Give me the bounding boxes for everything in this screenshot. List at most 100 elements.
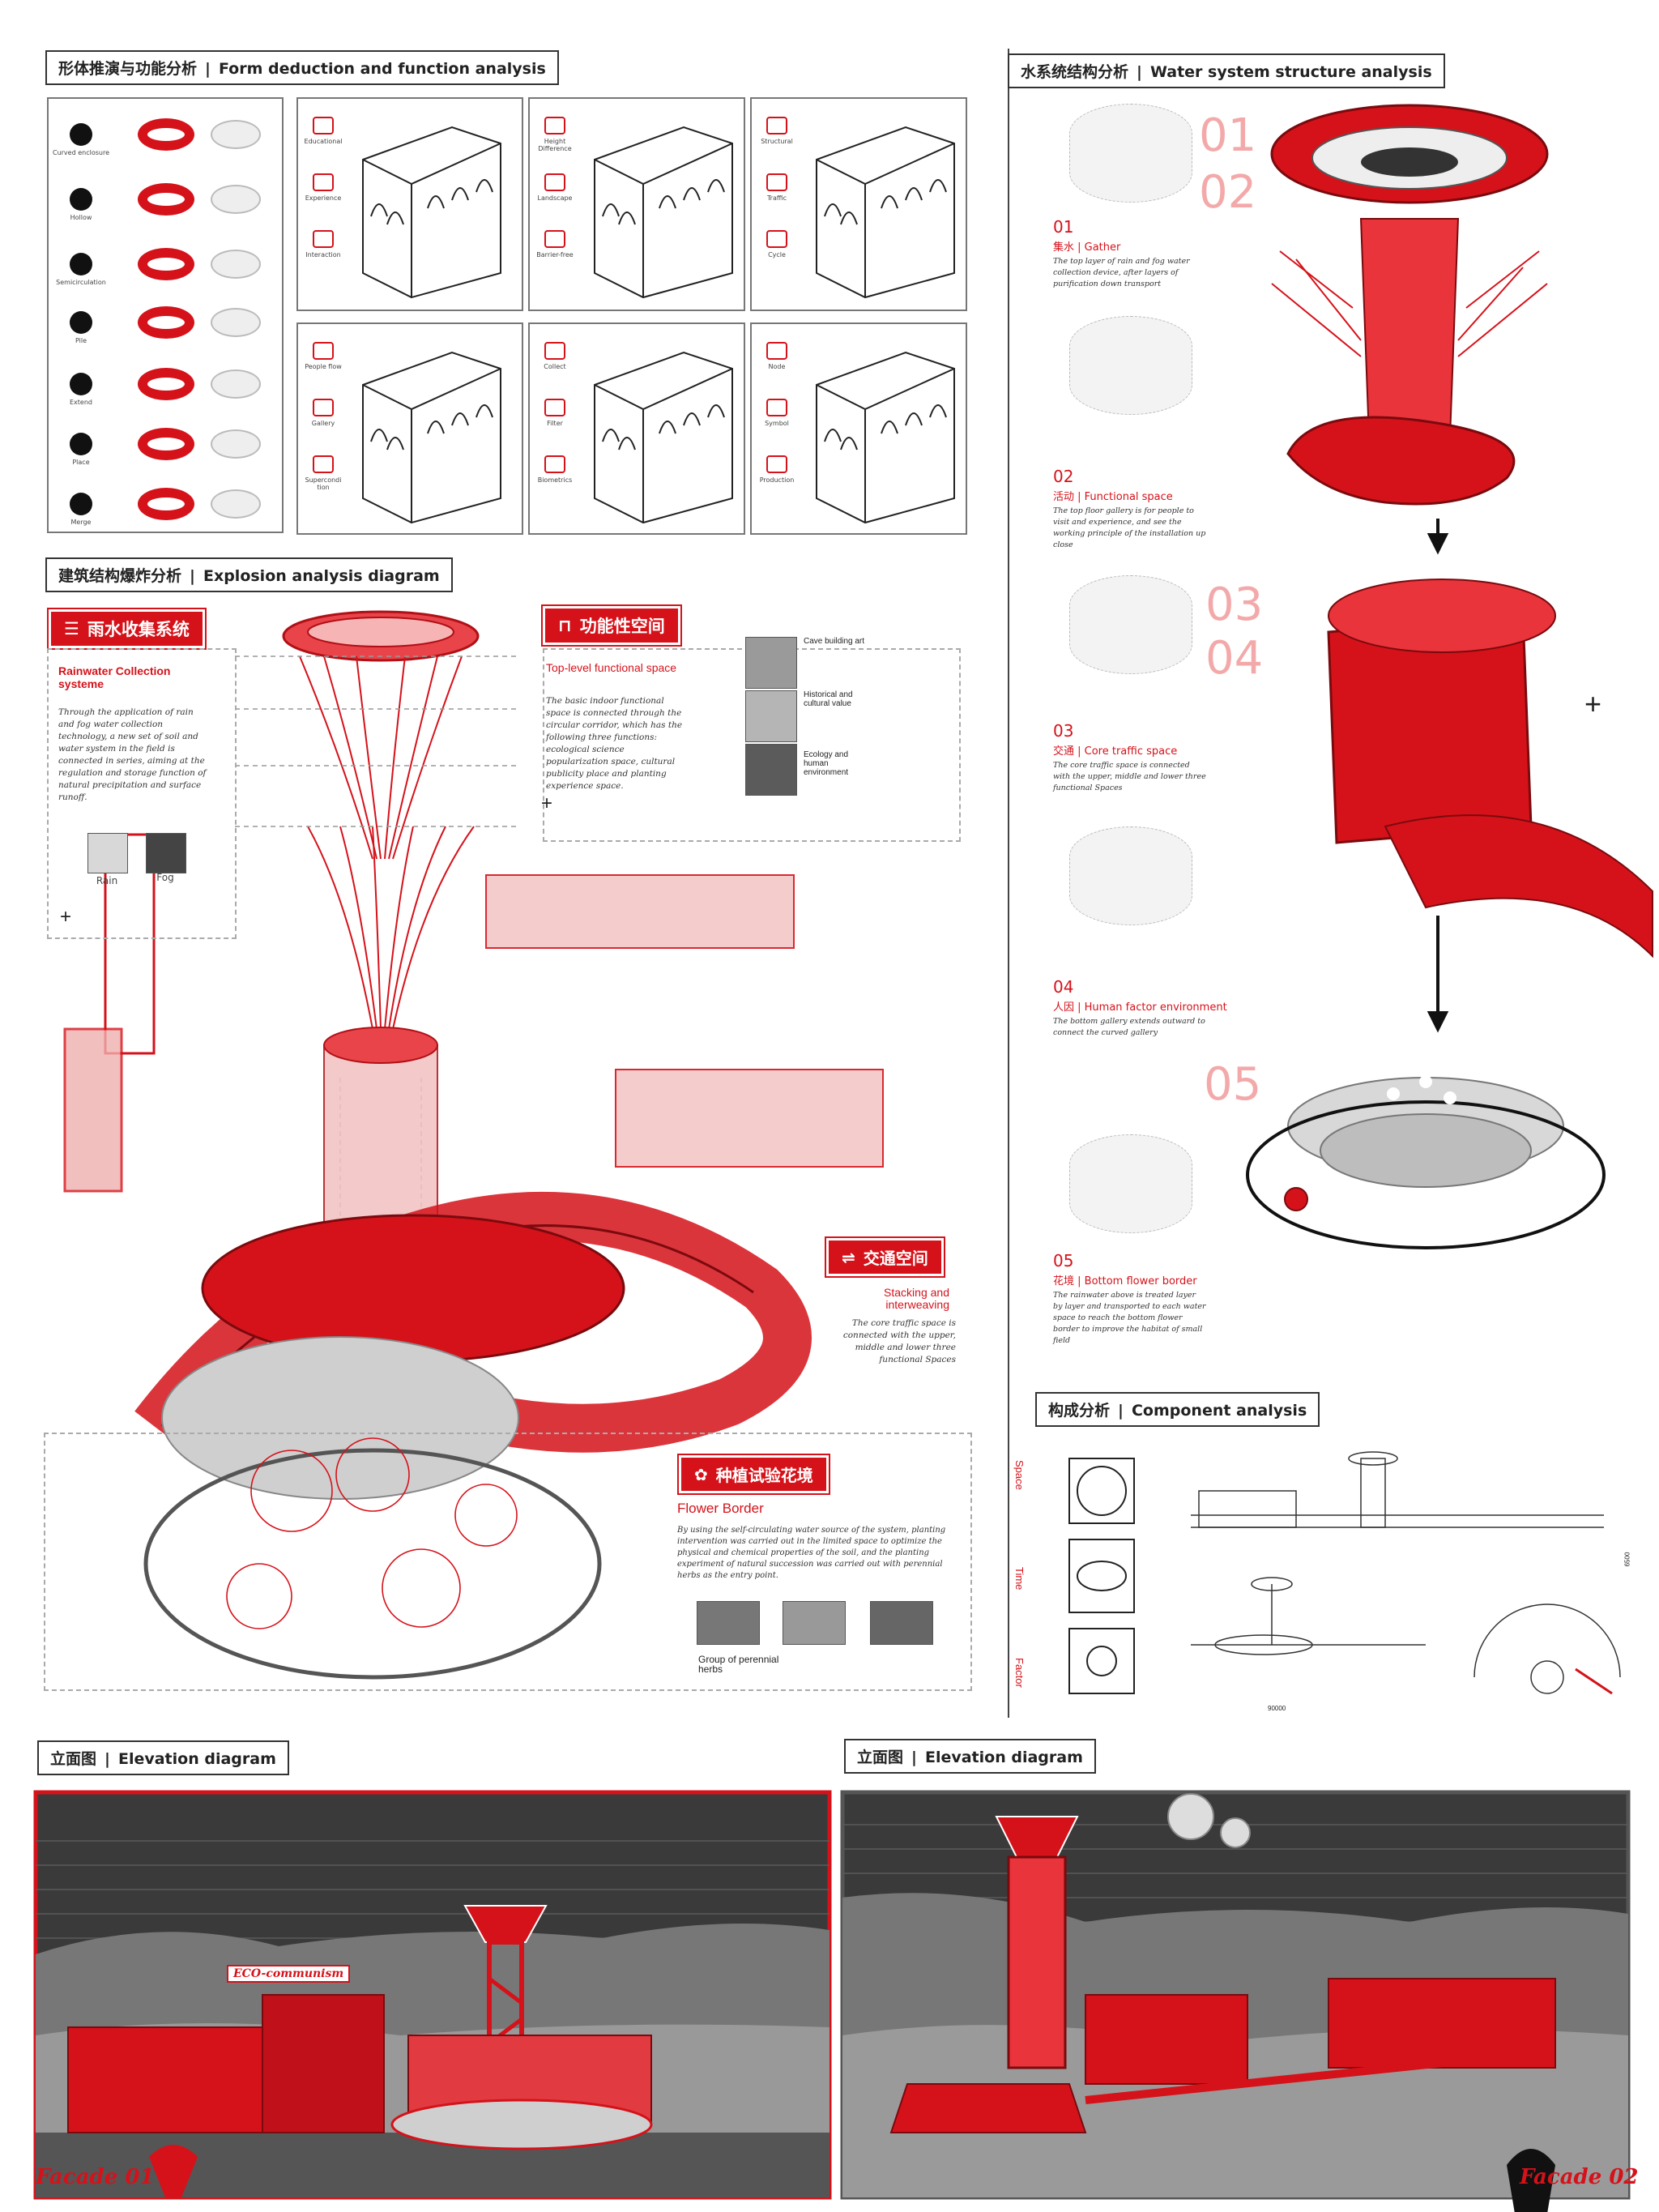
function-icon — [313, 230, 334, 248]
width-dimension: 90000 — [1268, 1705, 1286, 1712]
function-label: Symbol — [765, 420, 789, 427]
phase-diagram — [1069, 575, 1192, 674]
section-title-explosion: 建筑结构爆炸分析|Explosion analysis diagram — [45, 557, 453, 592]
phase-diagram — [1069, 826, 1192, 925]
facade-02-title: Facade 02 — [1520, 2165, 1639, 2189]
section-title-cn: 立面图 — [857, 1749, 904, 1766]
rain-system-icon: ☰ — [64, 619, 79, 638]
section-title-en: Elevation diagram — [117, 1750, 276, 1768]
section-title-en: Water system structure analysis — [1149, 63, 1432, 81]
function-icon — [313, 342, 334, 360]
separator: | — [911, 1749, 917, 1766]
form-step-label: Merge — [70, 519, 92, 526]
form-step-label: Pile — [75, 337, 87, 344]
function-icon — [766, 342, 787, 360]
component-label-factor: Factor — [1013, 1658, 1026, 1688]
function-icon — [766, 455, 787, 473]
section-title-en: Elevation diagram — [924, 1749, 1083, 1766]
plus-icon: + — [1584, 687, 1602, 720]
function-label: Collect — [544, 363, 566, 370]
form-step-model — [138, 428, 194, 460]
facade-01-title: Facade 01 — [36, 2165, 155, 2189]
plus-icon: + — [60, 906, 72, 928]
function-label: Gallery — [311, 420, 335, 427]
form-step-label: Hollow — [70, 214, 92, 221]
phase-number: 04 — [1053, 977, 1074, 997]
section-title-elevation-1: 立面图 | Elevation diagram — [37, 1740, 289, 1775]
phase-body: The rainwater above is treated layer by … — [1053, 1291, 1206, 1345]
form-step-model — [138, 248, 194, 280]
form-step-icon — [70, 123, 92, 146]
section-title-form: 形体推演与功能分析|Form deduction and function an… — [45, 50, 559, 85]
function-icon — [313, 117, 334, 135]
section-title-en: Component analysis — [1131, 1402, 1307, 1420]
component-label-time: Time — [1013, 1567, 1026, 1591]
historical-photo — [745, 690, 797, 742]
rain-label: Rain — [96, 875, 118, 886]
form-step-ghost-model — [211, 120, 261, 149]
phase-body: The top layer of rain and fog water coll… — [1053, 257, 1190, 288]
function-icon — [544, 342, 565, 360]
sketch-drawing — [362, 351, 501, 524]
section-title-cn: 水系统结构分析 — [1021, 63, 1129, 81]
function-label: Cycle — [768, 251, 786, 258]
phase-title: 活动 | Functional space — [1053, 491, 1173, 503]
section-title-water: 水系统结构分析 | Water system structure analysis — [1008, 53, 1445, 88]
function-label: Experience — [305, 194, 342, 202]
rainwater-box — [47, 648, 237, 939]
function-icon — [766, 230, 787, 248]
separator: | — [1137, 63, 1142, 81]
phase-diagram — [1069, 316, 1192, 415]
phase-body: The bottom gallery extends outward to co… — [1053, 1017, 1205, 1037]
sketch-drawing — [594, 126, 733, 299]
facade-02-elevation — [840, 1790, 1631, 2212]
function-icon — [544, 399, 565, 416]
explosion-illustration — [63, 610, 884, 1680]
phase-number: 05 — [1053, 1251, 1074, 1270]
form-step-icon — [70, 311, 92, 334]
fog-label: Fog — [156, 872, 174, 883]
form-step-ghost-model — [211, 308, 261, 337]
form-step-model — [138, 488, 194, 520]
herb-photo-2 — [783, 1601, 846, 1645]
sketch-drawing — [816, 126, 955, 299]
height-dimension: 6500 — [1623, 1552, 1631, 1567]
form-step-model — [138, 368, 194, 400]
form-step-icon — [70, 253, 92, 275]
phase-diagram — [1069, 104, 1192, 203]
phase-body: The core traffic space is connected with… — [1053, 761, 1206, 792]
form-step-ghost-model — [211, 369, 261, 399]
function-icon — [544, 230, 565, 248]
section-title-en: Explosion analysis diagram — [203, 567, 440, 585]
function-icon — [313, 173, 334, 191]
sketch-drawing — [362, 126, 501, 299]
form-step-icon — [70, 493, 92, 515]
function-label: Height Difference — [538, 138, 572, 152]
phase-number: 01 — [1053, 217, 1074, 237]
section-title-en: Form deduction and function analysis — [218, 60, 546, 78]
phase-title: 花境 | Bottom flower border — [1053, 1275, 1197, 1287]
plus-icon: + — [541, 792, 553, 814]
sketch-drawing — [816, 351, 955, 524]
functional-space-icon: ⊓ — [558, 616, 572, 635]
separator: | — [104, 1750, 110, 1768]
section-title-elevation-2: 立面图 | Elevation diagram — [844, 1739, 1096, 1774]
component-label-space: Space — [1013, 1460, 1026, 1490]
flower-title: Flower Border — [677, 1501, 764, 1516]
function-label: Educational — [304, 138, 343, 145]
traffic-tag: ⇌ 交通空间 — [825, 1236, 945, 1278]
facade-01-elevation — [33, 1790, 832, 2200]
component-diagrams — [1068, 1451, 1621, 1695]
section-title-cn: 建筑结构爆炸分析 — [58, 567, 182, 585]
function-icon — [766, 117, 787, 135]
functional-item-1: Cave building art — [804, 637, 865, 646]
flower-body: By using the self-circulating water sour… — [677, 1526, 946, 1580]
section-title-cn: 形体推演与功能分析 — [58, 60, 198, 78]
section-title-cn: 立面图 — [50, 1750, 97, 1768]
sketch-drawing — [594, 351, 733, 524]
